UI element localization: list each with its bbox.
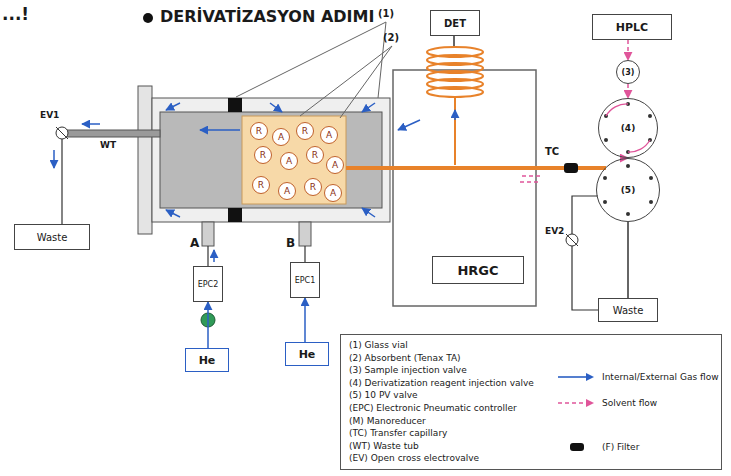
node-text: He (299, 348, 316, 361)
legend-text: (WT) Waste tub (349, 441, 419, 451)
oven-housing (393, 70, 536, 306)
connector (627, 40, 629, 60)
molecule-marker: R (250, 122, 268, 140)
valve-circle: (4) (598, 98, 658, 158)
valve-circle: (5) (596, 158, 660, 222)
molecule-marker: A (280, 152, 298, 170)
detector-box: DET (430, 10, 480, 36)
instrument-box: HPLC (592, 14, 672, 40)
node-text: (5) (621, 185, 636, 195)
molecule-marker: R (304, 178, 322, 196)
filter (564, 163, 578, 173)
legend-text: (EV) Open cross electrovalve (349, 453, 479, 463)
part-label: (2) (383, 32, 399, 43)
molecule-marker: A (272, 128, 290, 146)
legend-text: (2) Absorbent (Tenax TA) (349, 353, 461, 363)
valve-symbol (56, 127, 68, 139)
node-text: He (199, 354, 216, 367)
legend-text: Solvent flow (602, 398, 657, 408)
extraction-chamber (152, 98, 390, 222)
molecule-marker: R (254, 146, 272, 164)
title: DERİVATİZASYON ADIMI (160, 7, 374, 26)
part-label: WT (100, 140, 116, 150)
legend-sample (556, 441, 596, 453)
controller-box: EPC2 (193, 266, 223, 302)
molecule-marker: A (326, 156, 344, 174)
node-text: Waste (37, 232, 68, 243)
connector (627, 222, 629, 298)
legend-text: Internal/External Gas flow (602, 372, 719, 382)
valve-symbol (566, 234, 578, 246)
part-label: A (190, 236, 199, 250)
part-label: TC (545, 146, 559, 157)
legend-text: (1) Glass vial (349, 340, 408, 350)
legend-text: (5) 10 PV valve (349, 390, 418, 400)
part-label: (1) (378, 8, 394, 19)
node-text: (4) (621, 123, 636, 133)
node-text: HRGC (457, 263, 498, 278)
molecule-marker: A (324, 184, 342, 202)
column-coil (427, 47, 483, 97)
molecule-marker: A (278, 182, 296, 200)
molecule-marker: A (320, 126, 338, 144)
node-text: EPC1 (295, 276, 316, 285)
node-text: DET (444, 18, 466, 29)
legend-sample (556, 371, 596, 383)
legend-text: (TC) Transfer capillary (349, 428, 447, 438)
bullet (143, 13, 153, 23)
legend-text: (M) Manoreducer (349, 416, 426, 426)
molecule-marker: R (306, 146, 324, 164)
legend-text: (EPC) Electronic Pneumatic controller (349, 403, 517, 413)
waste-box: Waste (14, 224, 90, 250)
molecule-marker: R (252, 176, 270, 194)
connector (304, 298, 306, 342)
part-label: EV1 (40, 110, 59, 120)
legend-text: (3) Sample injection valve (349, 365, 467, 375)
part-label: ...! (2, 4, 29, 24)
instrument-box: HRGC (432, 256, 524, 284)
waste-box: Waste (598, 298, 658, 322)
legend-text: (4) Derivatization reagent injection val… (349, 378, 534, 388)
legend-sample (556, 397, 596, 409)
legend-text: (F) Filter (602, 442, 639, 452)
absorbent-bed (242, 116, 346, 204)
node-text: (3) (622, 68, 635, 77)
molecule-marker: R (296, 122, 314, 140)
connector (207, 302, 209, 348)
node-text: EPC2 (198, 280, 219, 289)
controller-box: EPC1 (290, 262, 320, 298)
gas-supply-box: He (185, 348, 229, 372)
legend-box: (1) Glass vial (2) Absorbent (Tenax TA) (3… (340, 334, 722, 470)
flange (138, 86, 152, 234)
glass-vial (160, 112, 382, 208)
part-label: EV2 (545, 226, 564, 236)
valve-circle: (3) (616, 60, 640, 84)
connector (627, 84, 629, 98)
node-text: Waste (613, 305, 644, 316)
part-label: B (286, 236, 295, 250)
gas-supply-box: He (285, 342, 329, 366)
node-text: HPLC (616, 21, 648, 34)
